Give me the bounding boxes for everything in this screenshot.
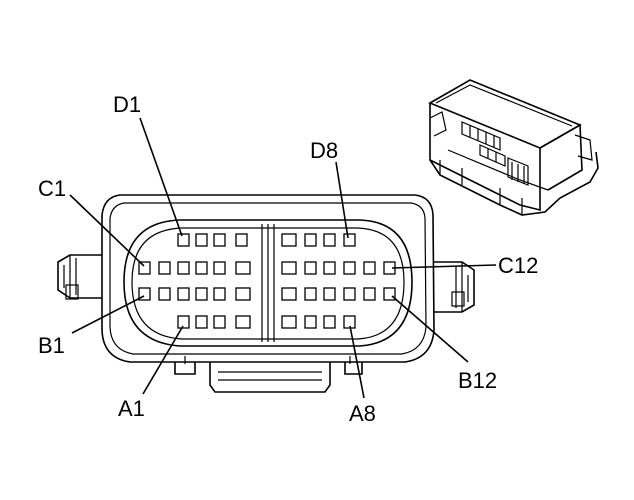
leader-c12 — [391, 264, 497, 269]
label-d1: D1 — [113, 92, 141, 117]
leader-c1 — [69, 194, 145, 267]
leader-d1 — [139, 117, 183, 237]
leader-d8 — [335, 161, 349, 239]
label-d8: D8 — [310, 138, 338, 163]
label-c12: C12 — [498, 253, 538, 278]
leader-b12 — [391, 295, 469, 363]
leader-lines — [69, 117, 497, 399]
pin-field-outline — [123, 219, 413, 347]
connector-isometric-view — [428, 79, 599, 216]
label-b1: B1 — [38, 333, 65, 358]
bottom-tabs — [174, 362, 363, 393]
connector-face — [57, 194, 475, 393]
pin-labels: D1 C1 B1 A1 D8 C12 B12 A8 — [38, 92, 538, 426]
pin-block-left — [138, 233, 251, 329]
pin-block-right — [281, 233, 396, 329]
label-a1: A1 — [118, 396, 145, 421]
label-b12: B12 — [458, 368, 497, 393]
left-latch-tab — [57, 254, 102, 299]
leader-b1 — [71, 295, 145, 334]
right-latch-tab — [434, 261, 475, 313]
label-a8: A8 — [349, 401, 376, 426]
connector-housing-outer — [101, 194, 435, 363]
leader-a8 — [349, 325, 365, 399]
center-divider — [261, 224, 275, 342]
connector-housing-inner — [109, 202, 427, 355]
leader-a1 — [142, 325, 184, 395]
label-c1: C1 — [38, 176, 66, 201]
